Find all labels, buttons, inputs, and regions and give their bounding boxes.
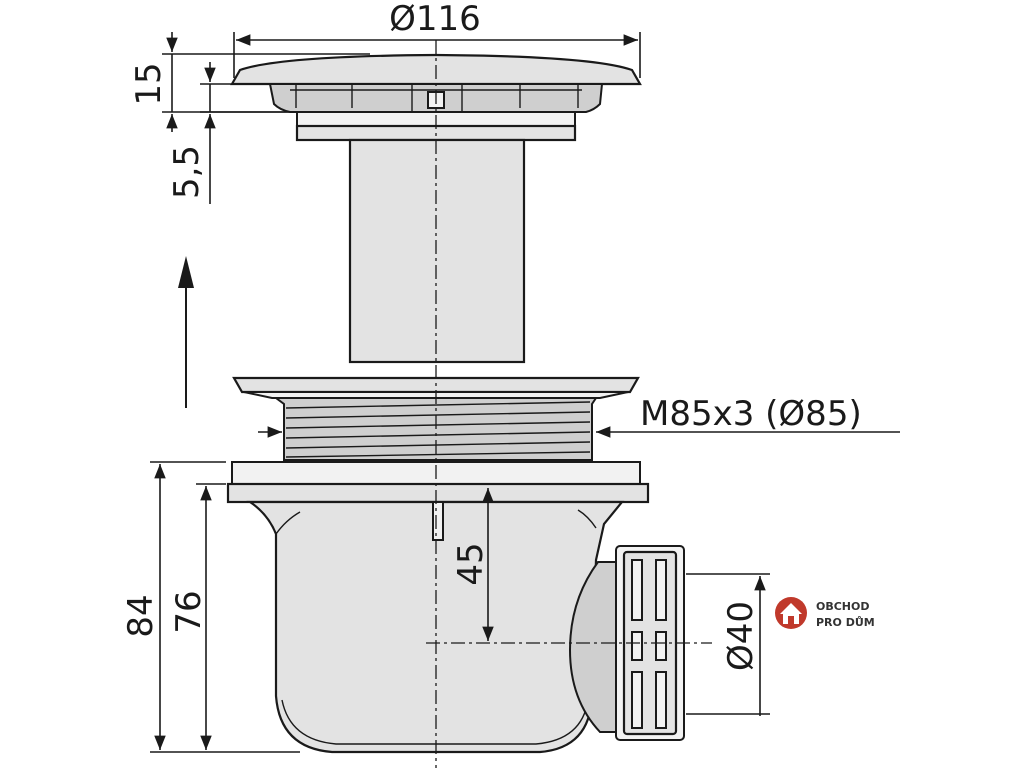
assembly-arrow: [178, 256, 194, 408]
svg-text:45: 45: [451, 542, 491, 585]
dimension-gap: 5,5: [167, 62, 296, 204]
logo-line2: PRO DŮM: [816, 616, 875, 629]
svg-text:15: 15: [129, 62, 169, 105]
dimension-total-height: 84: [121, 461, 300, 753]
body-flange: [226, 461, 650, 504]
dimension-outlet-height: 45: [451, 488, 494, 641]
svg-text:Ø116: Ø116: [389, 0, 481, 39]
dimension-cover-diameter: Ø116: [233, 0, 641, 78]
dimension-body-height: 76: [169, 483, 226, 750]
inner-tube: [348, 138, 526, 364]
brand-logo: OBCHOD PRO DŮM: [775, 597, 875, 629]
svg-text:5,5: 5,5: [167, 145, 207, 199]
svg-text:Ø40: Ø40: [721, 601, 761, 671]
dimension-outlet-diameter: Ø40: [686, 573, 770, 716]
dimension-thread: M85x3 (Ø85): [258, 394, 900, 438]
svg-text:M85x3 (Ø85): M85x3 (Ø85): [640, 394, 862, 434]
svg-text:76: 76: [169, 590, 209, 633]
svg-text:84: 84: [121, 594, 161, 637]
logo-line1: OBCHOD: [816, 600, 870, 613]
dimension-cover-height: 15: [129, 32, 370, 132]
